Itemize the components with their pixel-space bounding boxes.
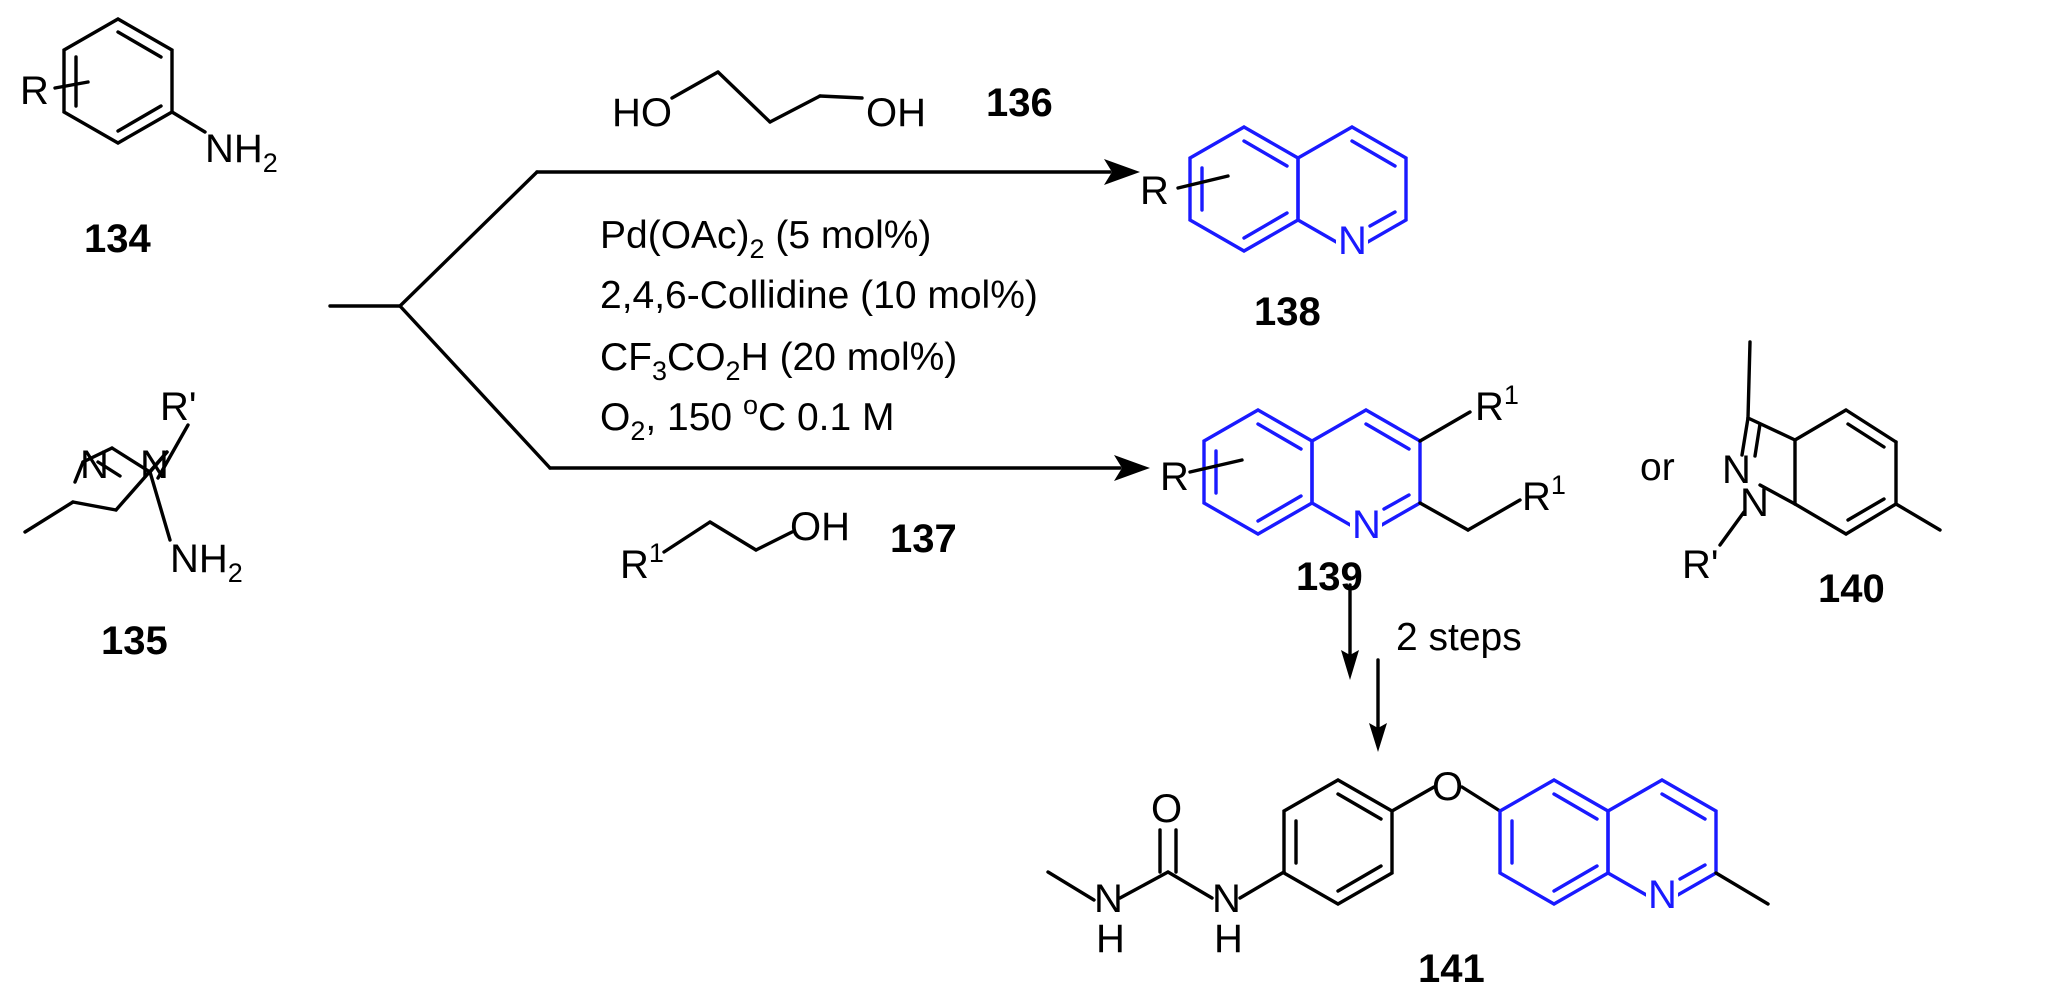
compound-140: N N R' 140 <box>1682 340 1942 611</box>
two-steps-label: 2 steps <box>1396 616 1522 659</box>
R-label: R <box>20 69 49 113</box>
compound-135: R' N N NH2 135 <box>23 385 243 663</box>
compound-134: R NH2 134 <box>20 17 278 261</box>
compound-139: N R R1 R1 139 <box>1160 380 1566 599</box>
urea-H-aryl: H <box>1214 917 1243 961</box>
R-prime-label: R' <box>160 385 197 429</box>
quinoline-N: N <box>1352 503 1381 547</box>
R1-label: R1 <box>620 538 664 587</box>
R1-label-2-methyl: R1 <box>1522 470 1566 519</box>
OH-label: OH <box>790 505 850 549</box>
compound-137: R1 OH 137 <box>620 505 957 587</box>
indazole-N2: N <box>1722 448 1751 492</box>
compound-number-134: 134 <box>84 217 151 261</box>
pyrazole-N2: N <box>80 443 109 487</box>
HO-label: HO <box>612 91 672 135</box>
compound-number-139: 139 <box>1296 555 1363 599</box>
ether-O: O <box>1432 765 1463 809</box>
or-label: or <box>1640 446 1675 489</box>
R-label: R <box>1160 455 1189 499</box>
compound-number-136: 136 <box>986 81 1053 125</box>
condition-base: 2,4,6-Collidine (10 mol%) <box>600 274 1038 317</box>
compound-number-135: 135 <box>101 619 168 663</box>
OH-label: OH <box>866 91 926 135</box>
R-prime-label: R' <box>1682 543 1719 587</box>
quinoline-N: N <box>1338 219 1367 263</box>
reaction-conditions: Pd(OAc)2 (5 mol%) 2,4,6-Collidine (10 mo… <box>600 214 1038 446</box>
indazole-N1: N <box>1740 481 1769 525</box>
R-label: R <box>1140 169 1169 213</box>
quinoline-N: N <box>1648 873 1677 917</box>
urea-H-methyl: H <box>1096 917 1125 961</box>
urea-N-aryl: N <box>1212 877 1241 921</box>
compound-141: O N H N H O N 141 <box>1046 765 1770 991</box>
compound-number-141: 141 <box>1418 947 1485 991</box>
compound-136: HO OH 136 <box>612 70 1053 135</box>
compound-number-137: 137 <box>890 517 957 561</box>
urea-N-methyl: N <box>1094 877 1123 921</box>
condition-acid: CF3CO2H (20 mol%) <box>600 336 957 386</box>
R1-label-3: R1 <box>1475 380 1519 429</box>
compound-number-140: 140 <box>1818 567 1885 611</box>
carbonyl-O: O <box>1151 787 1182 831</box>
condition-catalyst: Pd(OAc)2 (5 mol%) <box>600 214 931 264</box>
NH2-label: NH2 <box>205 127 278 178</box>
pyrazole-N1: N <box>140 443 169 487</box>
reaction-arrows <box>328 159 1387 752</box>
compound-number-138: 138 <box>1254 290 1321 334</box>
NH2-label: NH2 <box>170 537 243 588</box>
compound-138: N R 138 <box>1140 125 1408 334</box>
condition-oxidant-temperature: O2, 150 oC 0.1 M <box>600 390 895 446</box>
